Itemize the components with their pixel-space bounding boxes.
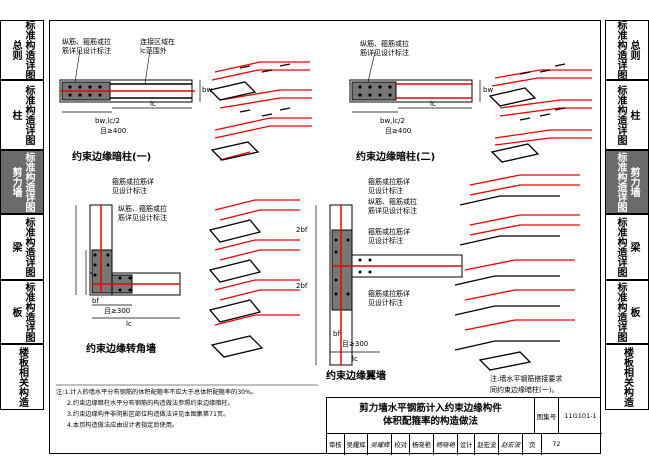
right-tab-4-chars: 标准构造详图 <box>615 282 626 342</box>
right-tab-1-chars: 标准构造详图 <box>615 85 626 145</box>
label-splice-zone: 连接区域在 lc范围外 <box>140 38 175 55</box>
dim-400-2: 且≥400 <box>385 127 412 135</box>
sig-designer-signature: 赵宏波 <box>499 434 524 455</box>
note-right: 注:墙水平钢筋搭接要求 同约束边缘暗柱(一)。 <box>490 375 563 394</box>
left-tab-0-sub: 总则 <box>10 40 21 60</box>
atlas-label: 图集号 <box>535 398 559 434</box>
sig-checker: 杨晓艳 <box>410 434 434 455</box>
dim-bw-1: bw <box>202 86 213 94</box>
left-tab-4-chars: 标准构造详图 <box>23 282 34 342</box>
left-tab-0-chars: 标准构造详图 <box>23 20 34 80</box>
label-rebar-note-4: 纵筋、箍筋或拉 筋详见设计标注 <box>368 198 417 215</box>
right-tab-3-chars: 标准构造详图 <box>615 217 626 277</box>
label-rebar-note-3: 纵筋、箍筋或拉 筋详见设计标注 <box>118 205 167 222</box>
label-rebar-note-2: 纵筋、箍筋或拉 筋详见设计标注 <box>360 40 409 57</box>
title-block: 剪力墙水平钢筋计入约束边缘构件 体积配箍率的构造做法 图集号 11G101-1 … <box>326 397 602 455</box>
left-tab-2[interactable]: 剪力墙标准构造详图 <box>0 150 44 214</box>
dim-lc-4: lc <box>352 355 358 363</box>
left-tab-1[interactable]: 柱标准构造详图 <box>0 80 44 150</box>
left-tab-1-sub: 柱 <box>10 110 21 120</box>
left-tab-4-sub: 板 <box>10 307 21 317</box>
notes-block: 注:1.计入的墙水平分布钢筋的体积配箍率不应大于总体积配箍率的30%。 2.约束… <box>56 387 318 431</box>
iso-detail-3 <box>208 199 300 358</box>
page-label: 页 <box>523 434 543 455</box>
detail-corner-wall <box>75 204 181 319</box>
right-tab-2[interactable]: 标准构造详图剪力墙 <box>605 150 649 214</box>
right-tab-1-sub: 柱 <box>628 110 639 120</box>
label-stirrup-note-2: 箍筋或拉筋详 见设计标注 <box>368 178 410 195</box>
left-tab-2-sub: 剪力墙 <box>10 167 21 197</box>
left-tab-0[interactable]: 总则标准构造详图 <box>0 20 44 80</box>
right-tab-3[interactable]: 标准构造详图梁 <box>605 214 649 280</box>
dim-bw-2: bw <box>483 86 494 94</box>
note-3: 3.约束边缘构件非阴影区部位构造做法详见本图集第71页。 <box>67 411 230 418</box>
dim-lc-3: lc <box>126 320 132 328</box>
sig-design-label: 设计 <box>458 434 476 455</box>
left-tab-2-chars: 标准构造详图 <box>23 152 34 212</box>
note-1: 注:1.计入的墙水平分布钢筋的体积配箍率不应大于总体积配箍率的30%。 <box>56 389 258 396</box>
note-2: 2.约束边缘暗柱水平分布钢筋的构造做法参照约束边缘暗柱。 <box>67 400 234 407</box>
right-tab-2-chars: 标准构造详图 <box>615 152 626 212</box>
sig-designer: 赵宏波 <box>475 434 500 455</box>
iso-detail-4 <box>454 174 580 371</box>
left-tab-3-sub: 梁 <box>10 242 21 252</box>
sig-checker-signature: 杨晓艳 <box>434 434 458 455</box>
dim-bf-flange: bf <box>333 330 340 338</box>
sig-reviewer: 吴耀辉 <box>345 434 369 455</box>
dim-lc-2: lc <box>430 100 436 108</box>
left-tab-3[interactable]: 梁标准构造详图 <box>0 214 44 280</box>
right-tab-0-sub: 总则 <box>628 40 639 60</box>
right-tab-1[interactable]: 标准构造详图柱 <box>605 80 649 150</box>
left-tab-3-chars: 标准构造详图 <box>23 217 34 277</box>
left-tab-1-chars: 标准构造详图 <box>23 85 34 145</box>
note-4: 4.本页构造做法应由设计者指定后使用。 <box>67 422 179 429</box>
dim-2bf-bot: 2bf <box>296 282 308 290</box>
right-tab-0[interactable]: 标准构造详图总则 <box>605 20 649 80</box>
detail-hidden-column-2 <box>349 51 481 113</box>
right-tab-4-sub: 板 <box>628 307 639 317</box>
signature-row: 审核 吴耀辉 吴耀辉 校对 杨晓艳 杨晓艳 设计 赵宏波 赵宏波 页 72 <box>327 434 602 455</box>
right-tab-5-chars: 楼板相关构造 <box>621 347 633 407</box>
iso-detail-2 <box>488 63 592 163</box>
right-tab-4[interactable]: 标准构造详图板 <box>605 280 649 344</box>
dim-300-corner: 且≥300 <box>104 307 131 315</box>
right-tab-3-sub: 梁 <box>628 242 639 252</box>
dim-bw-lc-2: bw,lc/2 <box>380 117 405 125</box>
page-number: 72 <box>552 441 561 448</box>
dim-2bf-top: 2bf <box>296 226 308 234</box>
atlas-number: 11G101-1 <box>559 398 602 434</box>
drawing-frame <box>49 20 601 454</box>
caption-hidden-column-2: 约束边缘暗柱(二) <box>356 152 436 163</box>
label-stirrup-note-4: 箍筋或拉筋详 见设计标注 <box>368 290 410 307</box>
caption-corner-wall: 约束边缘转角墙 <box>86 344 156 355</box>
caption-flange-wall: 约束边缘翼墙 <box>326 371 386 382</box>
caption-hidden-column-1: 约束边缘暗柱(一) <box>72 152 152 163</box>
title-text: 剪力墙水平钢筋计入约束边缘构件 体积配箍率的构造做法 <box>327 398 535 434</box>
label-stirrup-note-3: 箍筋或拉筋详 见设计标注 <box>368 228 410 245</box>
sig-check-label: 校对 <box>392 434 410 455</box>
dim-lc-1: lc <box>150 100 156 108</box>
left-tab-4[interactable]: 板标准构造详图 <box>0 280 44 344</box>
left-tab-5-chars: 楼板相关构造 <box>16 347 28 407</box>
dim-300-flange: 且≥300 <box>342 340 369 348</box>
sig-reviewer-signature: 吴耀辉 <box>368 434 393 455</box>
title-line-2: 体积配箍率的构造做法 <box>382 416 478 427</box>
right-tab-0-chars: 标准构造详图 <box>615 20 626 80</box>
sig-review-label: 审核 <box>327 434 345 455</box>
left-tab-5[interactable]: 楼板相关构造 <box>0 344 44 410</box>
iso-detail-1 <box>208 61 312 161</box>
dim-bf-corner: bf <box>92 297 99 305</box>
title-line-1: 剪力墙水平钢筋计入约束边缘构件 <box>359 403 502 414</box>
dim-bw-lc-1: bw,lc/2 <box>95 117 120 125</box>
label-rebar-note-1: 纵筋、箍筋或拉 筋详见设计标注 <box>62 38 111 55</box>
right-tab-2-sub: 剪力墙 <box>628 167 639 197</box>
detail-flange-wall <box>315 204 463 366</box>
dim-400-1: 且≥400 <box>100 127 127 135</box>
detail-hidden-column-1 <box>59 49 201 113</box>
label-stirrup-note-1: 箍筋或拉筋详 见设计标注 <box>112 178 154 195</box>
